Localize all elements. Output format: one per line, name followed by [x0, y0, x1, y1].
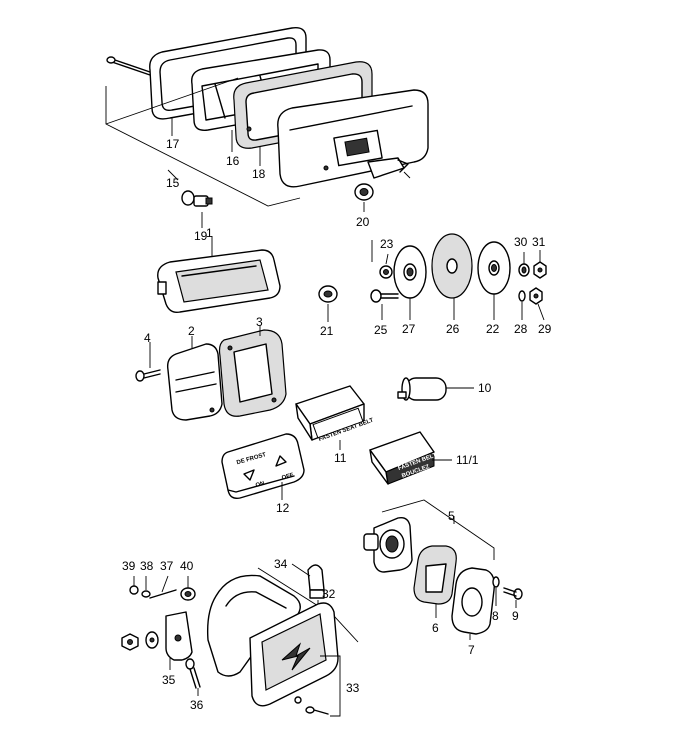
label-27: 27 [402, 322, 416, 336]
label-8: 8 [492, 609, 499, 623]
license-lamp-32 [206, 563, 359, 717]
label-20: 20 [356, 215, 370, 229]
label-33: 33 [346, 681, 360, 695]
label-32: 32 [322, 587, 336, 601]
label-2: 2 [188, 324, 195, 338]
disc-22 [477, 241, 511, 320]
gasket-26 [431, 233, 473, 320]
grommet-21 [318, 285, 338, 322]
off-text: OFF [281, 472, 295, 481]
label-4: 4 [144, 331, 151, 345]
lamp-1 [157, 236, 281, 314]
label-34: 34 [274, 557, 288, 571]
label-36: 36 [190, 698, 204, 712]
label-40: 40 [180, 559, 194, 573]
label-28: 28 [514, 322, 528, 336]
label-17: 17 [166, 137, 180, 151]
lens-7 [451, 567, 496, 640]
label-6: 6 [432, 621, 439, 635]
washer-30 [518, 252, 530, 277]
lamp-housing [277, 89, 429, 188]
label-21: 21 [320, 324, 334, 338]
screw-25 [370, 289, 399, 320]
nut-29 [529, 287, 545, 321]
label-18: 18 [252, 167, 266, 181]
label-5: 5 [448, 509, 455, 523]
defrost-switch-12: DE FROST ON OFF [221, 433, 305, 500]
label-38: 38 [140, 559, 154, 573]
washer-28 [518, 290, 526, 320]
screw-9 [503, 587, 523, 608]
part-labels: 1 2 3 4 5 6 7 8 9 10 11 11/1 12 15 16 17… [122, 137, 552, 712]
label-37: 37 [160, 559, 174, 573]
label-26: 26 [446, 322, 460, 336]
label-7: 7 [468, 643, 475, 657]
lamp-5 [363, 499, 495, 573]
label-30: 30 [514, 235, 528, 249]
label-29: 29 [538, 322, 552, 336]
screw-4 [135, 342, 161, 382]
lamp-assembly-15 [105, 27, 429, 212]
label-10: 10 [478, 381, 492, 395]
cover-2 [166, 336, 223, 421]
part-10 [397, 377, 474, 401]
gasket-3 [218, 326, 287, 417]
disc-27 [393, 245, 427, 320]
warning-lamp-11-1: FASTEN BELTS BOUCLEZ [369, 431, 452, 485]
label-11: 11 [334, 451, 347, 465]
washer-8 [492, 576, 500, 606]
label-19: 19 [194, 229, 208, 243]
label-22: 22 [486, 322, 500, 336]
gasket-6 [413, 545, 457, 618]
label-16: 16 [226, 154, 240, 168]
label-11-1: 11/1 [456, 453, 479, 467]
label-1: 1 [206, 226, 213, 240]
label-35: 35 [162, 673, 176, 687]
label-31: 31 [532, 235, 546, 249]
label-9: 9 [512, 609, 519, 623]
label-25: 25 [374, 323, 388, 337]
on-text: ON [255, 481, 265, 489]
label-39: 39 [122, 559, 136, 573]
seat-belt-lamp-11: FASTEN SEAT BELT [295, 385, 375, 450]
nut-31 [533, 250, 547, 279]
washer-23 [379, 253, 393, 279]
label-3: 3 [256, 315, 263, 329]
long-screw [106, 56, 151, 76]
bulb-19 [181, 190, 213, 228]
grommet-20 [354, 183, 374, 212]
label-15: 15 [166, 176, 180, 190]
label-23: 23 [380, 237, 394, 251]
small-parts-35-40 [121, 575, 201, 696]
label-12: 12 [276, 501, 290, 515]
